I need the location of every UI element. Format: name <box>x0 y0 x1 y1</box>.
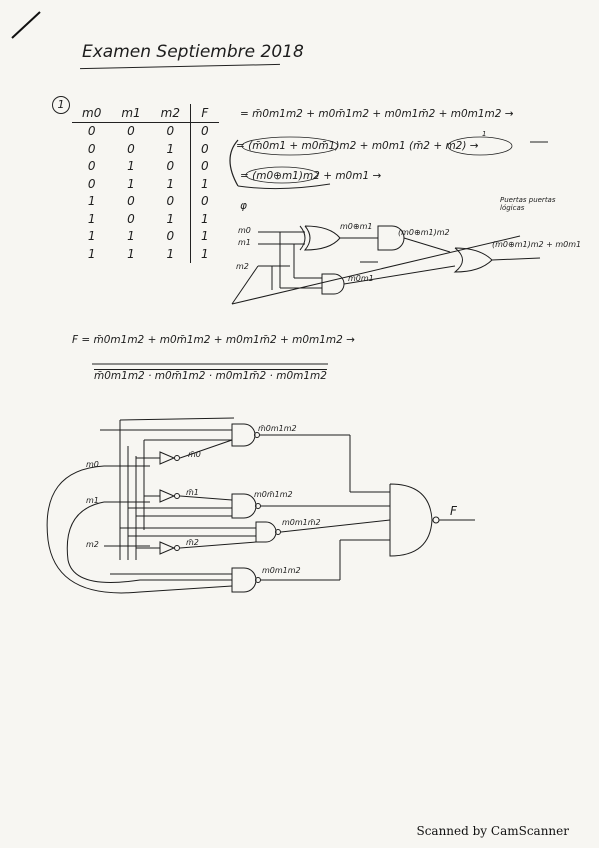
table-cell: 1 <box>87 194 96 209</box>
circuit-2-label-not-m2: m̄2 <box>186 538 199 547</box>
circuit-2-input-m1: m1 <box>86 496 99 505</box>
table-cell: 0 <box>127 141 135 156</box>
table-cell: 0 <box>87 141 96 156</box>
table-cell: 0 <box>87 159 96 174</box>
table-cell: 1 <box>166 211 175 226</box>
table-cell: 0 <box>189 122 219 140</box>
table-cell: 1 <box>166 246 175 261</box>
table-cell: 0 <box>189 140 219 158</box>
table-cell: 1 <box>127 229 135 244</box>
circuit-2-label-2: m0m̄1m2 <box>254 490 293 499</box>
table-cell: 0 <box>87 176 96 191</box>
table-cell: 0 <box>166 229 175 244</box>
truth-table-header-row: m0 m1 m2 F <box>72 104 219 123</box>
circuit-1-input-m0: m0 <box>238 226 251 235</box>
circuit-2-label-1: m̄0m1m2 <box>258 424 297 433</box>
table-cell: 0 <box>87 124 96 139</box>
table-cell: 0 <box>127 124 135 139</box>
truth-table-header: F <box>189 104 219 123</box>
table-cell: 1 <box>87 211 96 226</box>
scanner-watermark: Scanned by CamScanner <box>416 824 569 838</box>
circuit-1-label-m0m1: m0m1 <box>348 274 374 283</box>
side-note: Puertas puertas lógicas <box>500 196 556 212</box>
table-cell: 1 <box>189 245 219 263</box>
circuit-1-label-xor: m0⊕m1 <box>340 222 373 231</box>
equation-2: = (m̄0m1 + m0m̄1)m2 + m0m1 (m̄2 + m2) → <box>236 140 479 152</box>
circuit-2-output-f: F <box>450 504 457 518</box>
circuit-2-label-4: m0m1m2 <box>262 566 301 575</box>
table-cell: 1 <box>127 176 135 191</box>
table-cell: 1 <box>127 159 135 174</box>
table-cell: 1 <box>189 227 219 245</box>
truth-table-header: m2 <box>150 104 191 123</box>
f-definition: F = m̄0m1m2 + m0m̄1m2 + m0m1m̄2 + m0m1m2… <box>72 334 355 346</box>
table-cell: 1 <box>127 246 135 261</box>
table-cell: 1 <box>87 246 96 261</box>
truth-table-header: m1 <box>111 104 151 123</box>
table-cell: 0 <box>127 211 135 226</box>
circuit-1-input-m1: m1 <box>238 238 251 247</box>
circuit-1-input-m2: m2 <box>236 262 249 271</box>
circuit-1-label-and: (m0⊕m1)m2 <box>398 228 450 237</box>
equation-2-annotation: 1 <box>482 130 487 138</box>
table-cell: 0 <box>166 194 175 209</box>
question-number: 1 <box>52 96 70 114</box>
table-cell: 1 <box>166 141 175 156</box>
table-cell: 0 <box>189 157 219 175</box>
table-cell: 0 <box>166 159 175 174</box>
circuit-2-label-3: m0m1m̄2 <box>282 518 321 527</box>
table-cell: 1 <box>189 210 219 228</box>
circuit-1-label-or: (m0⊕m1)m2 + m0m1 <box>492 240 582 249</box>
table-cell: 1 <box>87 229 96 244</box>
circuit-2-input-m0: m0 <box>86 460 99 469</box>
circuit-2-label-not-m0: m̄0 <box>188 450 201 459</box>
table-cell: 0 <box>189 192 219 210</box>
table-cell: 1 <box>189 175 219 193</box>
table-cell: 0 <box>166 124 175 139</box>
table-cell: 1 <box>166 176 175 191</box>
equation-1: = m̄0m1m2 + m0m̄1m2 + m0m1m̄2 + m0m1m2 → <box>240 108 514 120</box>
f-nand-form: m̄0m1m2 · m0m̄1m2 · m0m1m̄2 · m0m1m2 <box>94 370 327 382</box>
equation-3: = (m0⊕m1)m2 + m0m1 → <box>240 170 382 182</box>
circuit-2-input-m2: m2 <box>86 540 99 549</box>
truth-table-header: m0 <box>72 104 112 123</box>
circuit-2-label-not-m1: m̄1 <box>186 488 199 497</box>
phi-symbol: φ <box>240 200 247 212</box>
page-title: Examen Septiembre 2018 <box>82 42 304 62</box>
table-cell: 0 <box>127 194 135 209</box>
